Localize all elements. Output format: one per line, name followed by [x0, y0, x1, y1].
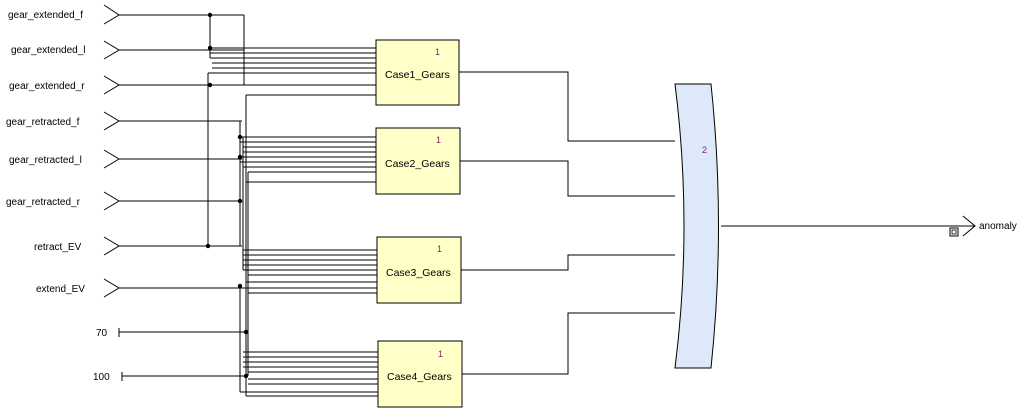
input-label: gear_extended_l	[11, 45, 86, 56]
or-gate-body[interactable]	[674, 83, 719, 369]
case-block-body[interactable]	[376, 236, 462, 304]
case-block[interactable]: 1 Case4_Gears	[377, 340, 463, 408]
signal-wires	[119, 13, 378, 397]
block-id: 1	[436, 135, 441, 145]
input-port-arrow	[103, 40, 120, 60]
or-gate[interactable]: 2	[674, 83, 719, 369]
input-port-arrow	[103, 149, 120, 169]
case-block-body[interactable]	[377, 340, 463, 408]
block-name: Case1_Gears	[385, 69, 450, 81]
input-label: extend_EV	[36, 284, 85, 295]
output-port: anomaly	[721, 215, 1017, 237]
junction-dot	[237, 198, 243, 204]
output-marker-icon	[949, 227, 959, 237]
input-port-arrow	[103, 236, 120, 256]
input-label: retract_EV	[34, 242, 82, 253]
junction-dot	[207, 45, 213, 51]
block-id: 1	[435, 47, 440, 57]
gate-id: 2	[702, 145, 707, 155]
block-name: Case2_Gears	[385, 158, 450, 170]
input-label: gear_retracted_l	[9, 155, 82, 166]
case-block-body[interactable]	[375, 39, 460, 106]
output-marker-inner	[951, 229, 957, 235]
junction-dots	[205, 12, 249, 379]
case-block[interactable]: 1 Case3_Gears	[376, 236, 462, 304]
constant-value: 70	[96, 328, 108, 339]
junction-dot	[205, 243, 211, 249]
output-label: anomaly	[979, 221, 1017, 232]
input-port-arrow	[103, 278, 120, 298]
gate-input-wires	[459, 71, 675, 375]
block-name: Case4_Gears	[387, 371, 452, 383]
output-port-arrow	[962, 215, 976, 237]
junction-dot	[243, 373, 249, 379]
input-label: gear_extended_f	[8, 10, 83, 21]
input-port-arrow	[103, 4, 120, 25]
input-port-arrow	[103, 111, 120, 131]
input-label: gear_retracted_f	[6, 117, 80, 128]
junction-dot	[237, 283, 243, 289]
junction-dot	[207, 82, 213, 88]
constant-value: 100	[93, 372, 110, 383]
junction-dot	[237, 134, 243, 140]
case-block-body[interactable]	[375, 127, 461, 195]
constants: 70 100	[93, 328, 123, 383]
block-id: 1	[438, 349, 443, 359]
junction-dot	[243, 329, 249, 335]
case-block[interactable]: 1 Case2_Gears	[375, 127, 461, 195]
case-block[interactable]: 1 Case1_Gears	[375, 39, 460, 106]
input-labels: gear_extended_f gear_extended_l gear_ext…	[6, 10, 86, 295]
block-id: 1	[437, 244, 442, 254]
input-ports	[103, 4, 120, 298]
input-label: gear_retracted_r	[6, 197, 81, 208]
input-label: gear_extended_r	[9, 81, 85, 92]
block-name: Case3_Gears	[386, 267, 451, 279]
input-port-arrow	[103, 191, 120, 211]
input-port-arrow	[103, 75, 120, 95]
junction-dot	[207, 12, 213, 18]
junction-dot	[237, 154, 243, 160]
